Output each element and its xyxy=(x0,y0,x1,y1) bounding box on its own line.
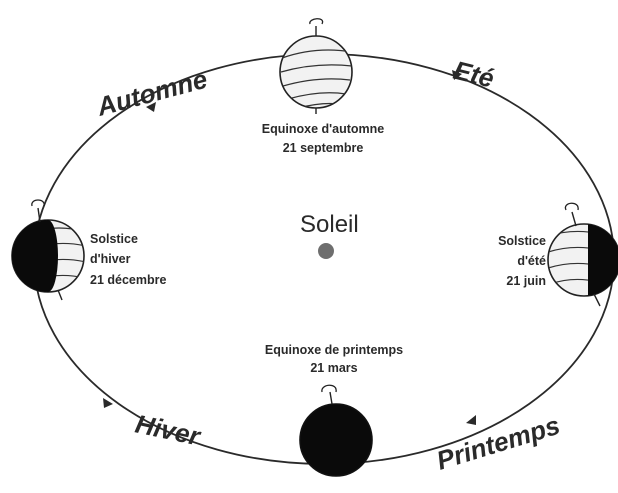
winter-solstice-line3: 21 décembre xyxy=(90,273,166,287)
earth-autumn-equinox xyxy=(280,19,352,114)
autumn-equinox-line1: Equinoxe d'automne xyxy=(262,122,384,136)
season-label-spring: Printemps xyxy=(433,410,563,476)
season-label-summer: Eté xyxy=(451,55,498,94)
sun-label: Soleil xyxy=(300,211,359,238)
earth-spring-equinox xyxy=(300,385,372,476)
season-label-autumn: Automne xyxy=(93,64,211,122)
summer-solstice-line3: 21 juin xyxy=(506,274,546,288)
sun-disk xyxy=(318,243,334,259)
summer-solstice-line2: d'été xyxy=(517,254,546,268)
summer-solstice-line1: Solstice xyxy=(498,234,546,248)
autumn-equinox-line2: 21 septembre xyxy=(283,141,364,155)
earth-winter-solstice xyxy=(12,200,86,300)
spring-equinox-line1: Equinoxe de printemps xyxy=(265,343,403,357)
winter-solstice-line1: Solstice xyxy=(90,232,138,246)
orbit-arrow-spring xyxy=(466,415,476,425)
spring-equinox-line2: 21 mars xyxy=(310,361,357,375)
winter-solstice-line2: d'hiver xyxy=(90,252,131,266)
season-label-winter: Hiver xyxy=(133,409,205,452)
